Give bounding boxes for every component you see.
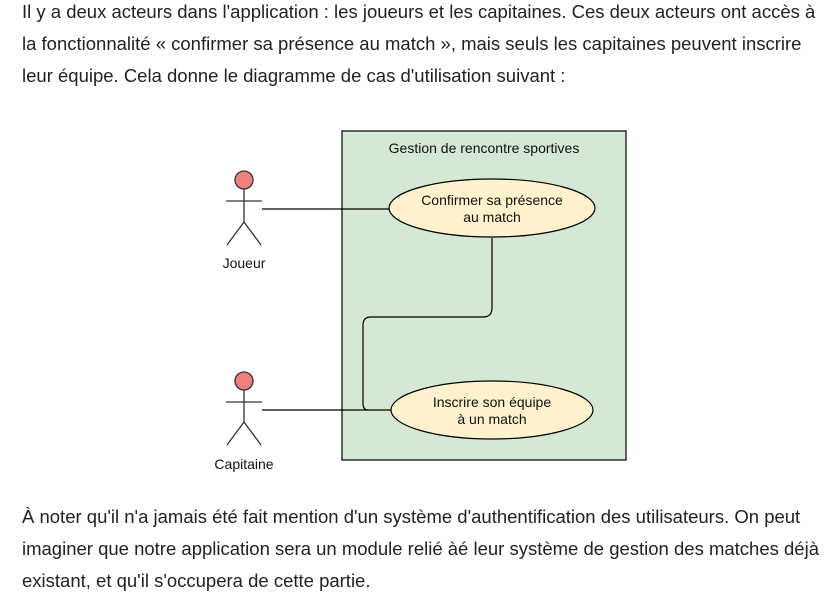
use-case-confirmer-line1: Confirmer sa présence [421,192,563,208]
actor-joueur-head [234,170,254,190]
actor-capitaine-label: Capitaine [214,456,273,472]
actor-capitaine [226,371,262,446]
actor-joueur-label: Joueur [223,255,266,271]
association-capitaine-confirmer [362,238,493,411]
use-case-inscrire-line2: à un match [457,411,526,427]
use-case-inscrire-line1: Inscrire son équipe [433,394,552,410]
use-case-confirmer-presence [388,178,596,238]
intro-paragraph: Il y a deux acteurs dans l'application :… [22,1,816,86]
actor-capitaine-head [234,371,254,391]
outro-paragraph: À noter qu'il n'a jamais été fait mentio… [22,506,819,591]
system-title: Gestion de rencontre sportives [389,140,580,156]
use-case-confirmer-line2: au match [463,209,521,225]
use-case-inscrire-equipe [390,380,594,440]
actor-joueur [226,170,262,246]
